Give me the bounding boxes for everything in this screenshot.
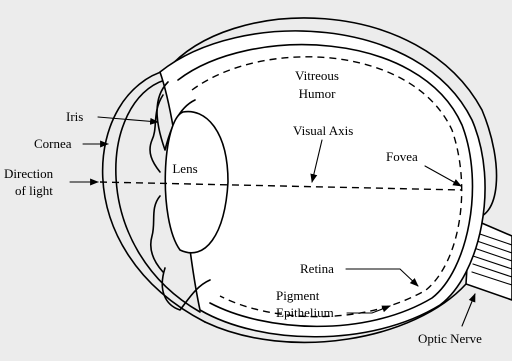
cornea-label: Cornea bbox=[34, 136, 72, 151]
optic-nerve-label: Optic Nerve bbox=[418, 331, 482, 346]
iris-label: Iris bbox=[66, 109, 83, 124]
visual-axis-label: Visual Axis bbox=[293, 123, 353, 138]
lens-label: Lens bbox=[172, 161, 197, 176]
iris-lower bbox=[151, 196, 163, 272]
direction-of-light-label-line1: Direction bbox=[4, 166, 54, 181]
vitreous-humor-label-line1: Vitreous bbox=[295, 68, 339, 83]
retina-label: Retina bbox=[300, 261, 334, 276]
pigment-epithelium-label-line1: Pigment bbox=[276, 288, 320, 303]
optic-nerve-pointer bbox=[462, 294, 475, 326]
pigment-epithelium-label-line2: Epithelium bbox=[276, 305, 334, 320]
iris-pointer bbox=[98, 117, 158, 122]
fovea-label: Fovea bbox=[386, 149, 418, 164]
direction-of-light-label-line2: of light bbox=[15, 183, 53, 198]
vitreous-humor-label-line2: Humor bbox=[299, 86, 337, 101]
